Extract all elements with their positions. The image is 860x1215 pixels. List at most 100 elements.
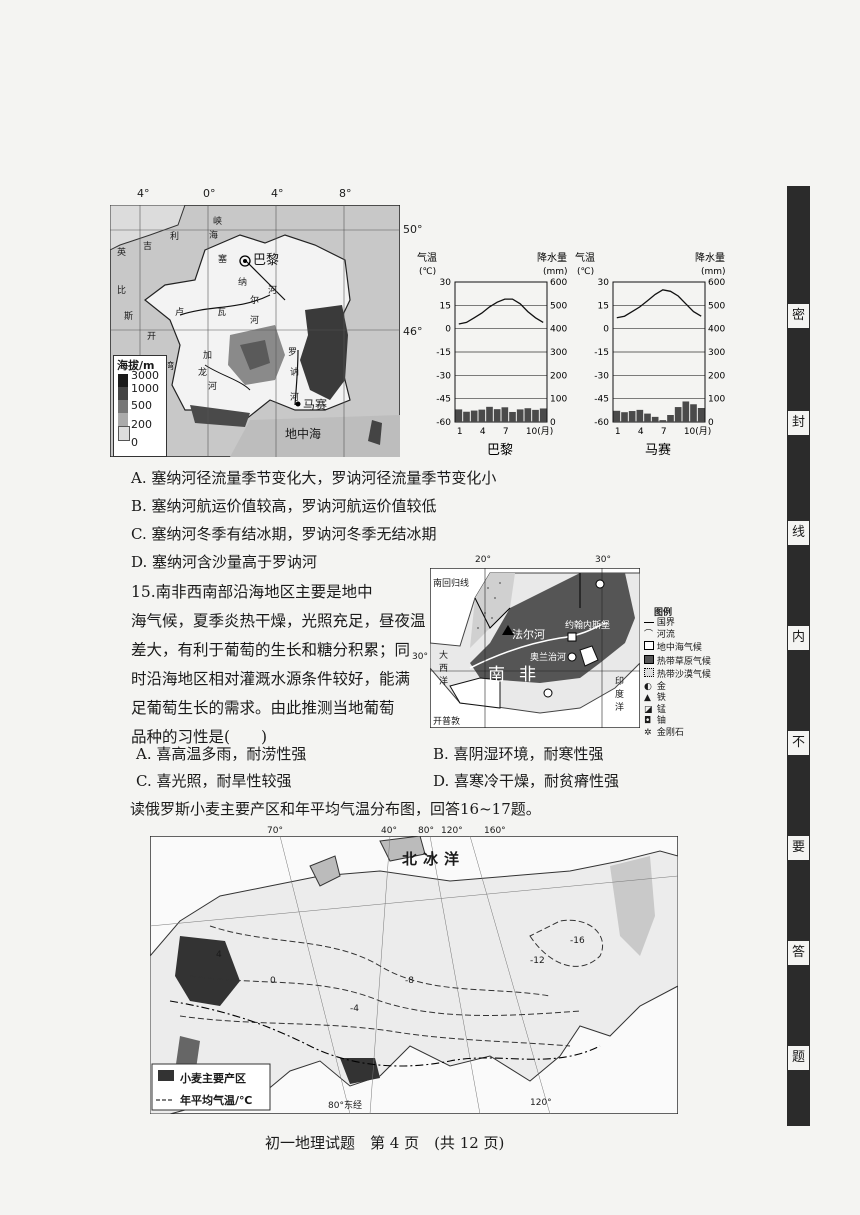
ocean-label: 北冰洋 [402,850,466,868]
temp-axis-unit: (℃) [419,267,436,277]
precip-tick-label: 0 [708,418,714,428]
precip-bar [509,411,516,422]
q15-option-d: D. 喜寒冷干燥，耐贫瘠性强 [433,772,620,790]
lon-label: 8° [339,187,352,200]
precip-bar [516,409,524,422]
south-africa-legend: 图例 国界 ⌒ 河流 地中海气候 热带草原气候 热带沙漠气候 ◐ 金 ▲ 铁 ◪… [644,605,729,739]
precip-tick-label: 400 [550,325,567,335]
paris-label: 巴黎 [253,253,280,268]
seine-char: 河 [268,286,278,296]
temp-tick-label: -60 [436,418,451,428]
seine-char: 塞 [218,255,228,265]
uranium-symbol [567,632,577,642]
q15-line: 品种的习性是( ) [131,728,268,746]
month-tick-label: 1 [457,427,463,437]
russia-map: 70° 40° 80° 120° 160° 北冰洋 80°东经 120° 4 0… [149,826,679,1115]
rhone-char: 河 [290,393,300,403]
chart-name: 马赛 [645,442,671,458]
lon-label: 160° [484,826,506,836]
lon-label: 4° [137,187,150,200]
lon-label: 120° [441,826,463,836]
plot-frame [612,281,706,423]
precip-bar [493,409,501,422]
temp-tick-label: 0 [603,325,609,335]
precip-axis-title: 降水量 [537,251,567,264]
elevation-legend: 海拔/m 3000 1000 500 200 0 [113,355,167,457]
temp-tick-label: -45 [594,395,609,405]
month-tick-label: 7 [503,427,509,437]
page-footer: 初一地理试题 第 4 页 (共 12 页) [265,1134,505,1152]
loire-char: 河 [250,316,260,326]
precip-bar [539,408,547,422]
q15-option-a: A. 喜高温多雨，耐涝性强 [136,745,307,763]
legend-value: 1000 [131,382,159,395]
biscay-char: 湾 [165,362,175,372]
precip-bar [628,411,636,422]
precip-tick-label: 100 [708,395,725,405]
rhone-char: 讷 [290,368,300,378]
precip-bar [697,408,705,422]
diamond-symbol [543,688,553,698]
precip-bar [463,411,470,422]
orange-river-label: 奥兰治河 [530,653,567,663]
legend-title: 海拔/m [117,359,155,372]
temp-tick-label: -45 [436,395,451,405]
seal-char: 要 [788,836,809,860]
isotherm-value: 4 [216,950,222,960]
seal-char: 封 [788,411,809,435]
q15-number: 15. [131,583,156,601]
precip-tick-label: 300 [708,348,725,358]
precip-bar [524,408,532,422]
q15-line: 足葡萄生长的需求。由此推测当地葡萄 [131,699,395,717]
temp-tick-label: -30 [594,371,609,381]
seal-char: 线 [788,521,809,545]
isotherm-value: -4 [350,1004,359,1014]
lat-label: 30° [412,652,428,662]
lat-label: 50° [403,223,423,236]
precip-bar [501,407,509,422]
precip-bar [667,415,674,422]
channel-char: 峡 [213,217,223,227]
temperature-line [458,298,544,325]
bottom-label: 80°东经 [328,1101,362,1111]
precip-tick-label: 100 [550,395,567,405]
temp-axis-title: 气温 [417,251,437,264]
seal-char: 密 [788,304,809,328]
q15-line: 时沿海地区相对灌溉水源条件较好，能满 [131,670,411,688]
channel-char: 利 [170,232,180,242]
precip-bar [659,420,667,422]
marseille-label: 马赛 [303,398,328,412]
tropic-label: 南回归线 [433,579,470,589]
south-africa-svg [429,567,641,729]
precip-bar [636,409,644,422]
temp-tick-label: -30 [436,371,451,381]
garonne-char: 龙 [198,368,208,378]
precip-tick-label: 600 [708,278,725,288]
q14-option-d: D. 塞纳河含沙量高于罗讷河 [131,553,318,571]
lon-label: 30° [595,555,611,565]
france-map: 4° 0° 4° 8° 50° 46° 巴黎 马赛 地中海 峡 海 利 吉 英 … [109,187,423,458]
russia-intro: 读俄罗斯小麦主要产区和年平均气温分布图，回答16~17题。 [130,800,541,818]
temp-tick-label: -60 [594,418,609,428]
legend-item-uranium: ◘ 铀 [644,716,666,726]
mediterranean-label: 地中海 [285,427,322,441]
lon-label: 20° [475,555,491,565]
seine-char: 纳 [238,278,248,288]
precip-bar [621,412,628,422]
channel-char: 英 [117,248,127,258]
precip-bar [470,410,478,422]
precip-bar [690,404,697,422]
legend-item-border: 国界 [644,618,729,630]
month-tick-label: 4 [480,427,486,437]
seal-char: 答 [788,941,809,965]
precip-axis-unit: (mm) [543,267,568,277]
temp-axis-title: 气温 [575,251,595,264]
legend-item-iron: ▲ 铁 [644,693,666,703]
precip-bar [455,409,463,422]
channel-char: 海 [209,231,219,241]
q15-option-c: C. 喜光照，耐旱性较强 [136,772,292,790]
legend-value: 3000 [131,369,159,382]
precip-tick-label: 200 [550,371,567,381]
legend-item-river: ⌒ 河流 [644,629,675,640]
